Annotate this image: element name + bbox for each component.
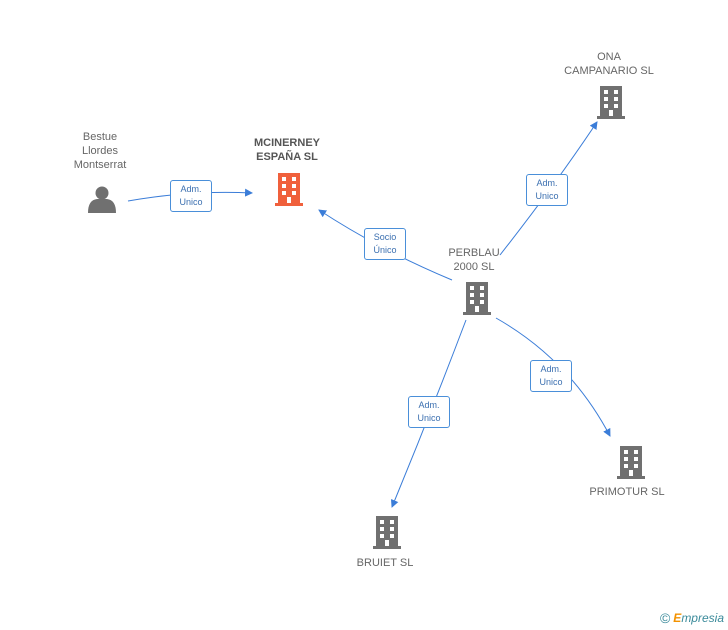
node-label-primotur: PRIMOTUR SL <box>589 486 665 498</box>
node-label-bruiet: BRUIET SL <box>356 557 414 569</box>
building-icon-main-color <box>275 173 303 206</box>
person-icon <box>88 186 116 213</box>
building-icon-perblau <box>463 282 491 315</box>
edge-label-perblau-bruiet: Adm. Unico <box>408 396 450 428</box>
building-icon-ona <box>597 86 625 119</box>
edge-label-perblau-main: Socio Único <box>364 228 406 260</box>
building-icon-bruiet <box>373 516 401 549</box>
node-label-person: Bestue Llordes Montserrat <box>73 131 127 171</box>
brand-initial: E <box>673 611 682 625</box>
brand-name: mpresia <box>681 611 724 625</box>
edge-label-perblau-ona: Adm. Unico <box>526 174 568 206</box>
edge-label-person-main: Adm. Unico <box>170 180 212 212</box>
node-label-ona: ONA CAMPANARIO SL <box>564 51 654 77</box>
node-label-main: MCINERNEY ESPAÑA SL <box>253 137 320 163</box>
node-label-perblau: PERBLAU 2000 SL <box>448 247 500 273</box>
edge-label-perblau-primotur: Adm. Unico <box>530 360 572 392</box>
building-icon-primotur <box>617 446 645 479</box>
empresia-watermark: ©Empresia <box>660 610 724 626</box>
copyright-icon: © <box>659 610 671 626</box>
